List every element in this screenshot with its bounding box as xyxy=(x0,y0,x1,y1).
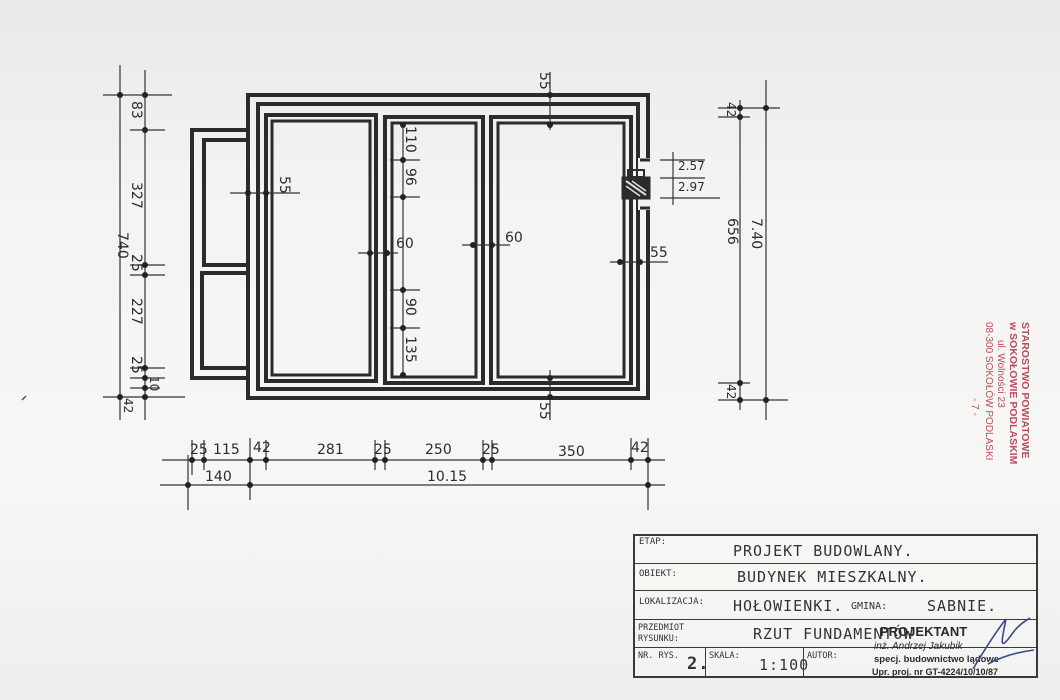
room-1 xyxy=(264,113,378,383)
tb-przedmiot-label-2: RYSUNKU: xyxy=(638,634,679,644)
designer-name: inż. Andrzej Jakubik xyxy=(874,641,963,652)
dim-wall-left: 55 xyxy=(276,176,292,194)
office-stamp: STAROSTWO POWIATOWE w SOKOŁOWIE PODLASKI… xyxy=(958,320,1042,510)
tb-row-etap: ETAP: PROJEKT BUDOWLANY. xyxy=(635,536,1036,564)
dim-bottom-7: 25 xyxy=(482,442,500,458)
designer-license: Upr. proj. nr GT-4224/10/10/87 xyxy=(872,667,999,677)
dim-wall-room1-2: 60 xyxy=(396,236,414,252)
title-block: ETAP: PROJEKT BUDOWLANY. OBIEKT: BUDYNEK… xyxy=(633,534,1038,678)
designer-stamp: PROJEKTANT inż. Andrzej Jakubik specj. b… xyxy=(838,617,1038,680)
dim-room2-4: 135 xyxy=(402,336,418,363)
tb-przedmiot-label-1: PRZEDMIOT xyxy=(638,623,685,633)
room-2 xyxy=(383,115,485,385)
tb-gmina-value: SABNIE. xyxy=(927,597,998,615)
dim-right-small-top: 42 xyxy=(724,102,738,117)
dim-bottom-6: 250 xyxy=(425,442,452,458)
tb-nr-value: 2. xyxy=(687,654,710,674)
dim-bottom-row2-1: 140 xyxy=(205,469,232,485)
tb-row-lokalizacja: LOKALIZACJA: HOŁOWIENKI. GMINA: SABNIE. xyxy=(635,591,1036,620)
dim-left-seg-6: 10 xyxy=(147,376,161,391)
dim-right-outer: 7.40 xyxy=(748,218,764,249)
stamp-line-3: ul. Wolności 23 xyxy=(995,340,1006,408)
room-1-inner xyxy=(270,119,372,377)
tb-row-obiekt: OBIEKT: BUDYNEK MIESZKALNY. xyxy=(635,564,1036,591)
tb-lokalizacja-value: HOŁOWIENKI. xyxy=(733,597,844,615)
annex-wall-inner xyxy=(202,138,248,267)
tb-skala-value: 1:100 xyxy=(759,656,810,674)
dim-room2-3: 90 xyxy=(402,298,418,316)
dim-left-outer: 740 xyxy=(114,232,130,259)
tb-przedmiot-value: RZUT FUNDAMENTÓW xyxy=(753,625,914,643)
dim-bottom-4: 281 xyxy=(317,442,344,458)
tb-autor-label: AUTOR: xyxy=(807,651,838,661)
tb-row-przedmiot: PRZEDMIOT RYSUNKU: RZUT FUNDAMENTÓW xyxy=(635,620,1036,648)
stamp-line-4: 08-300 SOKOŁÓW PODLASKI xyxy=(983,322,996,460)
dim-bottom-5: 25 xyxy=(374,442,392,458)
dim-left-seg-2: 327 xyxy=(128,182,144,209)
dim-left-seg-5: 25 xyxy=(128,356,144,374)
stamp-line-2: w SOKOŁOWIE PODLASKIM xyxy=(1007,321,1019,465)
outer-wall xyxy=(246,93,650,400)
signature-icon xyxy=(972,617,1035,670)
outer-wall-inner xyxy=(256,102,640,391)
tb-lokalizacja-label: LOKALIZACJA: xyxy=(639,597,705,607)
dim-wall-bottom: 55 xyxy=(536,402,552,420)
tb-row-nr: NR. RYS. 2. SKALA: 1:100 AUTOR: xyxy=(635,648,1036,678)
dim-left-seg-7: 42 xyxy=(121,398,135,413)
dim-bottom-2: 115 xyxy=(213,442,240,458)
tb-obiekt-value: BUDYNEK MIESZKALNY. xyxy=(737,568,928,586)
room-3-inner xyxy=(496,121,626,379)
dim-window-2: 2.97 xyxy=(678,180,705,194)
dim-bottom-1: 25 xyxy=(190,442,208,458)
stamp-line-5: - 7 - xyxy=(969,398,980,416)
window-lintel-icon xyxy=(621,169,651,200)
stamp-line-1: STAROSTWO POWIATOWE xyxy=(1019,322,1031,459)
dim-bottom-8: 350 xyxy=(558,444,585,460)
dim-window-1: 2.57 xyxy=(678,159,705,173)
dim-wall-room2-3: 60 xyxy=(505,230,523,246)
designer-role: PROJEKTANT xyxy=(880,624,968,639)
tb-skala-label: SKALA: xyxy=(709,651,740,661)
dim-wall-right: 55 xyxy=(650,245,668,261)
tb-etap-label: ETAP: xyxy=(639,537,667,547)
dim-bottom-3: 42 xyxy=(253,440,271,456)
dim-right-small-bottom: 42 xyxy=(724,384,738,399)
annex-small-room xyxy=(200,271,250,370)
dim-room2-1: 110 xyxy=(402,126,418,153)
dim-room2-2: 96 xyxy=(402,168,418,186)
dim-bottom-row2-2: 10.15 xyxy=(427,469,467,485)
annex-wall xyxy=(190,128,248,380)
dim-left-seg-4: 227 xyxy=(128,298,144,325)
tb-etap-value: PROJEKT BUDOWLANY. xyxy=(733,542,914,560)
designer-spec: specj. budownictwo lądowe xyxy=(874,654,1000,665)
dim-left-seg-3: 25 xyxy=(128,254,144,272)
dim-bottom-9: 42 xyxy=(631,440,649,456)
dim-left-seg-1: 83 xyxy=(128,101,144,119)
tb-gmina-label: GMINA: xyxy=(851,601,888,612)
tb-nr-label: NR. RYS. xyxy=(638,651,679,661)
room-3 xyxy=(489,115,633,385)
dim-right-inner: 656 xyxy=(724,218,740,245)
tb-obiekt-label: OBIEKT: xyxy=(639,569,677,579)
room-2-inner xyxy=(390,121,478,379)
dim-wall-top: 55 xyxy=(536,72,552,90)
